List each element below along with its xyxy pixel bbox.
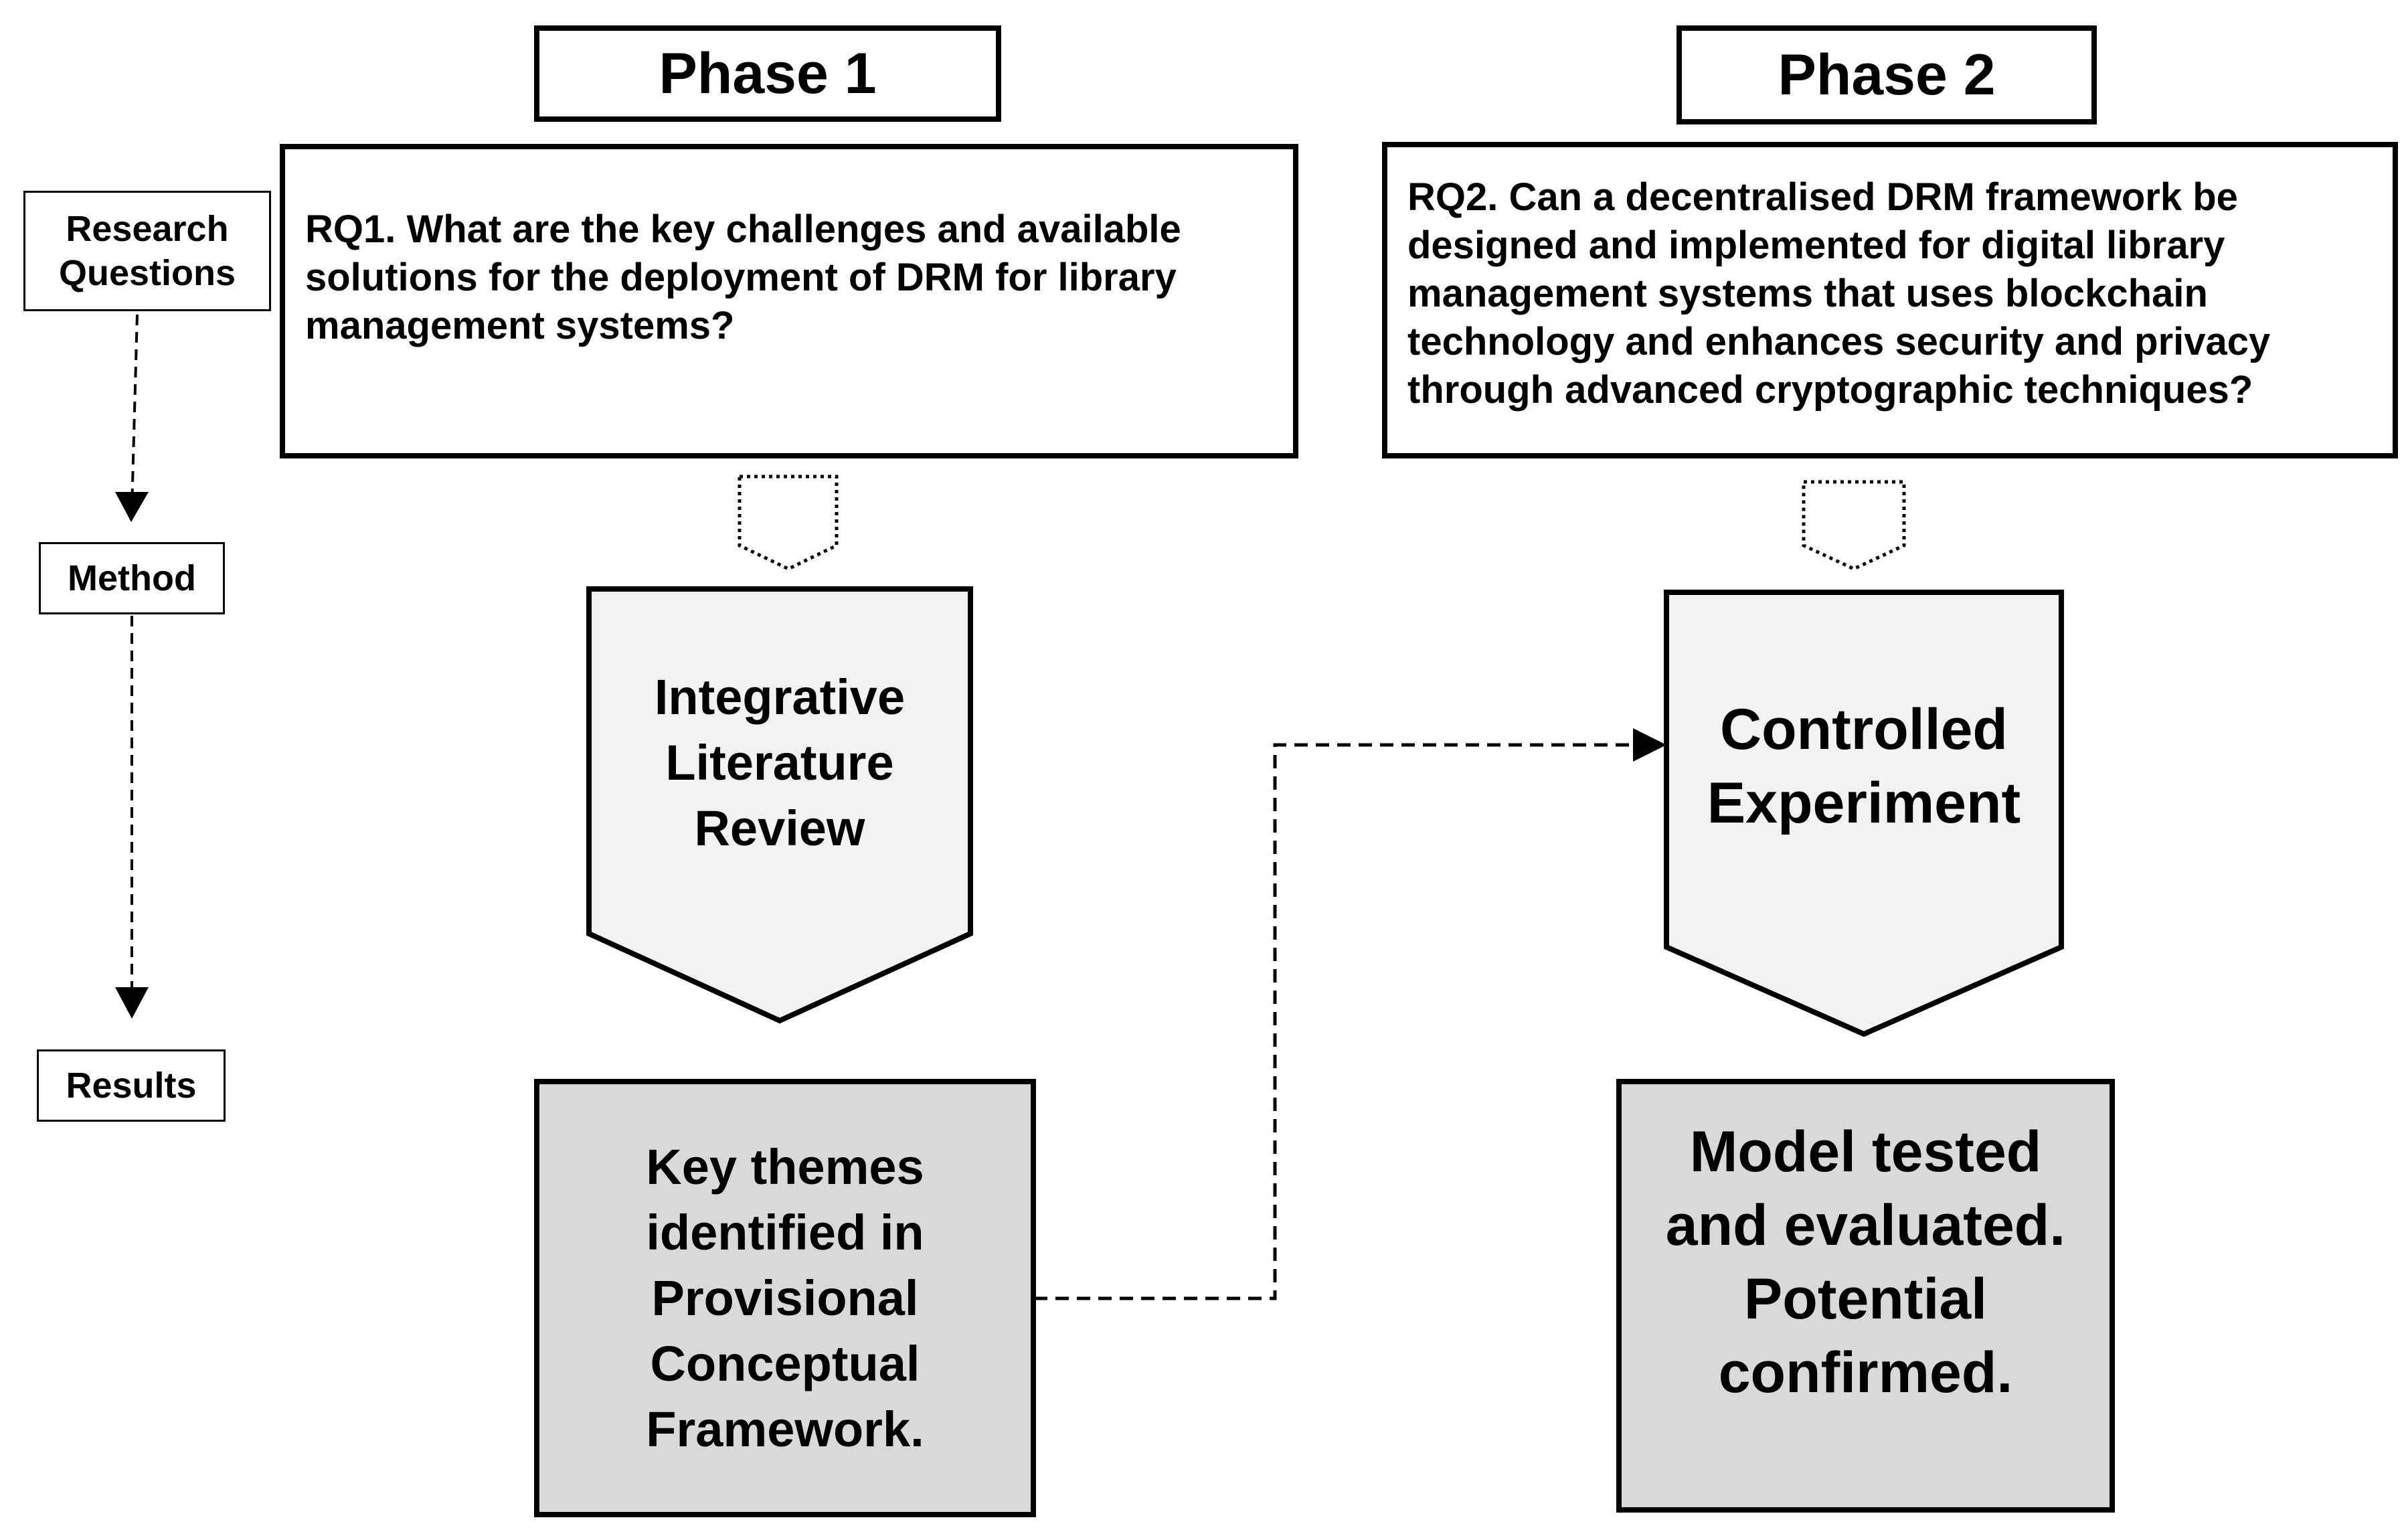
phase2-title: Phase 2 [1676, 25, 2097, 124]
legend-method: Method [39, 542, 225, 614]
phase2-method-arrowhead [1633, 728, 1666, 762]
phase1-method-shape [586, 586, 973, 1024]
legend-arrowhead-method [115, 492, 149, 522]
phase1-result: Key themes identified in Provisional Con… [534, 1079, 1036, 1517]
legend-results: Results [37, 1049, 226, 1122]
phase1-method-label: Integrative Literature Review [654, 669, 906, 856]
phase1-research-question: RQ1. What are the key challenges and ava… [280, 144, 1298, 458]
legend-research-questions: Research Questions [23, 191, 271, 311]
phase2-dotted-connector-icon [1802, 480, 1906, 571]
phase2-result: Model tested and evaluated. Potential co… [1616, 1079, 2115, 1513]
phase1-dotted-connector-icon [738, 475, 839, 571]
phase1-result-to-phase2-method-connector [1034, 743, 1633, 1300]
legend-arrowhead-results [115, 987, 149, 1019]
legend-arrow-rq-to-method [131, 314, 139, 509]
phase2-method-shape [1664, 590, 2064, 1037]
phase1-title: Phase 1 [534, 25, 1001, 122]
phase2-research-question: RQ2. Can a decentralised DRM framework b… [1382, 142, 2398, 458]
phase2-method-label: Controlled Experiment [1707, 697, 2021, 835]
